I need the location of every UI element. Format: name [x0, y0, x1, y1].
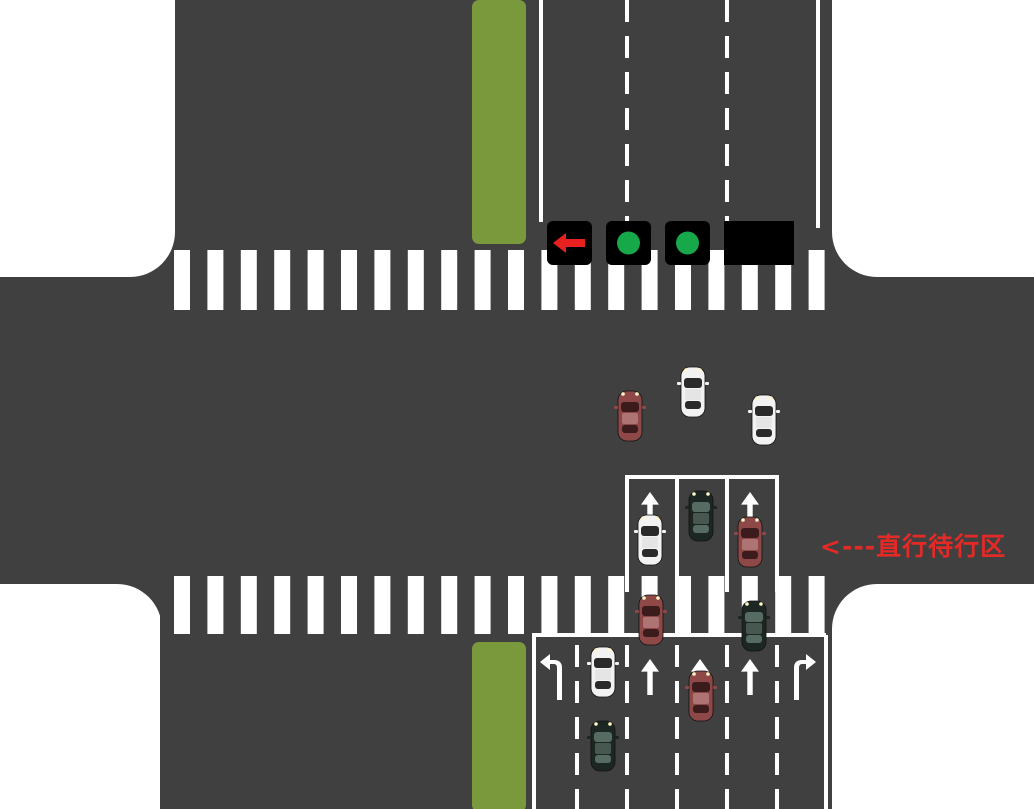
crosswalk-stripe	[541, 576, 558, 634]
waiting-zone-label: <---直行待行区	[820, 532, 1007, 561]
cars-layer	[587, 366, 780, 772]
crosswalk-stripe	[474, 576, 491, 634]
red-left-arrow-icon	[553, 233, 585, 253]
car-red-crossing	[614, 390, 646, 442]
crosswalk-stripe	[274, 576, 291, 634]
crosswalk-stripe	[374, 576, 391, 634]
crosswalk-stripe	[240, 576, 257, 634]
car-dark-stopline	[738, 600, 770, 652]
crosswalk-stripe	[508, 250, 524, 310]
waiting-zone	[625, 475, 779, 592]
car-dark-leftlane	[587, 720, 619, 772]
crosswalk-stripe	[207, 250, 224, 310]
crosswalk-stripe	[274, 250, 291, 310]
crosswalk-stripe	[240, 250, 257, 310]
car-dark-waiting	[685, 490, 717, 542]
crosswalk-stripe	[207, 576, 224, 634]
crosswalk-stripe	[574, 576, 591, 634]
car-white-waiting	[634, 514, 666, 566]
crosswalk-stripe	[174, 576, 190, 634]
green-light-icon	[676, 231, 699, 255]
crosswalk-stripe	[808, 250, 825, 310]
crosswalk-stripe	[775, 576, 792, 634]
green-light-icon	[617, 231, 640, 255]
crosswalk-stripe	[341, 576, 357, 634]
crosswalk-stripe	[441, 250, 458, 310]
approach-lane-markings	[532, 633, 828, 809]
left-turn-arrow-icon	[540, 654, 562, 700]
car-white-crossing-2	[748, 394, 780, 446]
north-lane-markings	[539, 0, 820, 228]
crosswalk-stripe	[508, 576, 524, 634]
median-south	[472, 642, 526, 809]
crosswalk-stripe	[708, 576, 725, 634]
crosswalk-stripe	[174, 250, 190, 310]
crosswalk-stripe	[341, 250, 357, 310]
crosswalk-stripe	[407, 250, 424, 310]
crosswalk-stripe	[374, 250, 391, 310]
crosswalk-stripe	[307, 576, 324, 634]
car-white-crossing-1	[677, 366, 709, 418]
crosswalk-stripe	[808, 576, 825, 634]
crosswalk-stripe	[407, 576, 424, 634]
car-red-waiting	[734, 516, 766, 568]
crosswalk-stripe	[307, 250, 324, 310]
approach-lane-arrows	[540, 654, 816, 700]
car-red-stopline	[635, 594, 667, 646]
car-red-approach	[685, 670, 717, 722]
crosswalk-stripe	[641, 250, 658, 310]
right-turn-arrow-icon	[794, 654, 816, 700]
median-north	[472, 0, 526, 244]
traffic-signal-group	[547, 221, 794, 265]
crosswalk-south	[174, 576, 825, 634]
signal-housing-right-off	[724, 221, 794, 265]
car-white-leftlane	[587, 646, 619, 698]
crosswalk-stripe	[441, 576, 458, 634]
crosswalk-stripe	[608, 576, 625, 634]
crosswalk-stripe	[474, 250, 491, 310]
crosswalk-stripe	[708, 250, 725, 310]
